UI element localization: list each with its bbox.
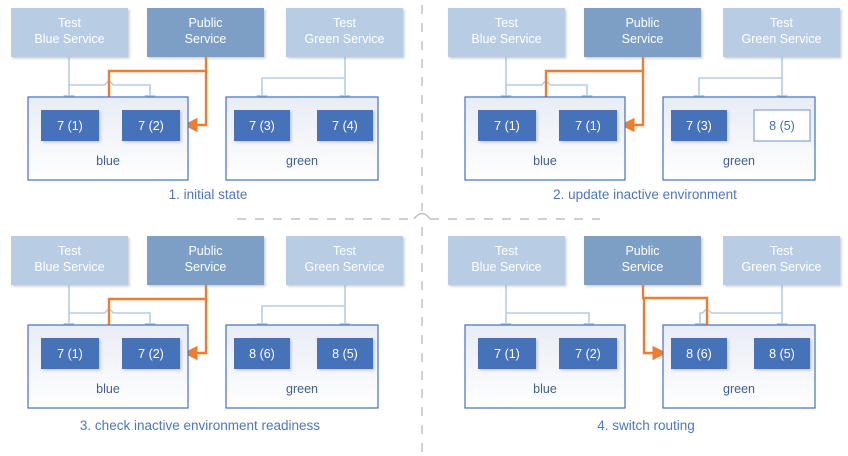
service-label-line1: Test (58, 16, 81, 30)
panel-caption: 3. check inactive environment readiness (80, 418, 320, 433)
panel-3-service-test-blue: Test Blue Service (11, 236, 128, 285)
service-label-line1: Test (770, 16, 793, 30)
env-name-blue: blue (96, 382, 120, 396)
node-box (478, 338, 536, 369)
panel-caption: 4. switch routing (597, 418, 695, 433)
service-label-line1: Test (58, 244, 81, 258)
service-label-line2: Service (622, 260, 664, 274)
service-label-line2: Blue Service (34, 260, 104, 274)
node-label: 7 (1) (494, 119, 520, 133)
panel-3-env-blue: 7 (1) 7 (2) blue (27, 324, 189, 409)
panel-caption: 2. update inactive environment (553, 187, 737, 202)
panel-2: Test Blue Service Public Service Test Gr… (448, 8, 840, 202)
panel-3-service-test-green: Test Green Service (286, 236, 403, 285)
env-name-green: green (286, 382, 318, 396)
panel-2-service-public: Public Service (584, 8, 701, 57)
service-label-line1: Public (188, 244, 222, 258)
panel-3-env-green: 8 (6) 8 (5) green (225, 324, 379, 409)
node-label: 7 (2) (138, 119, 164, 133)
env-name-green: green (723, 154, 755, 168)
node-box (234, 338, 290, 369)
service-label-line1: Test (495, 244, 518, 258)
service-label-line1: Public (625, 16, 659, 30)
service-label-line2: Blue Service (34, 32, 104, 46)
env-name-blue: blue (96, 154, 120, 168)
node-box (41, 110, 99, 141)
node-label: 7 (1) (575, 119, 601, 133)
panel-1-env-blue: 7 (1) 7 (2) blue (27, 96, 189, 181)
panel-2-service-test-green: Test Green Service (723, 8, 840, 57)
node-label: 8 (5) (769, 119, 795, 133)
service-label-line1: Public (188, 16, 222, 30)
panel-4-env-green: 8 (6) 8 (5) green (662, 324, 816, 409)
node-box (559, 338, 617, 369)
panel-1-service-test-blue: Test Blue Service (11, 8, 128, 57)
panel-caption: 1. initial state (169, 187, 248, 202)
node-box (671, 338, 727, 369)
panel-2-env-blue: 7 (1) 7 (1) blue (464, 96, 626, 181)
node-label: 8 (5) (769, 347, 795, 361)
panel-1-service-public: Public Service (147, 8, 264, 57)
divider-crossover-hop (413, 212, 431, 220)
node-box (671, 110, 727, 141)
node-box (317, 110, 373, 141)
panel-1: Test Blue Service Public Service Test Gr… (11, 8, 403, 202)
panel-4-service-test-blue: Test Blue Service (448, 236, 565, 285)
node-label: 7 (1) (57, 119, 83, 133)
panel-1-service-test-green: Test Green Service (286, 8, 403, 57)
node-label: 7 (3) (249, 119, 275, 133)
service-label-line2: Green Service (742, 32, 822, 46)
panel-2-env-green: 7 (3) 8 (5) green (662, 96, 816, 181)
node-box-empty (753, 109, 811, 142)
service-label-line1: Test (495, 16, 518, 30)
service-label-line2: Blue Service (471, 260, 541, 274)
quadrant-dividers (237, 5, 600, 452)
service-label-line2: Green Service (305, 32, 385, 46)
service-label-line2: Blue Service (471, 32, 541, 46)
panel-1-env-green: 7 (3) 7 (4) green (225, 96, 379, 181)
service-label-line2: Green Service (742, 260, 822, 274)
node-label: 8 (6) (249, 347, 275, 361)
node-box (122, 338, 180, 369)
service-label-line1: Test (770, 244, 793, 258)
node-label: 8 (6) (686, 347, 712, 361)
node-box (317, 338, 373, 369)
env-name-green: green (286, 154, 318, 168)
panel-3: Test Blue Service Public Service Test Gr… (11, 236, 403, 433)
panel-4-service-test-green: Test Green Service (723, 236, 840, 285)
env-name-green: green (723, 382, 755, 396)
service-label-line2: Service (185, 32, 227, 46)
node-box (41, 338, 99, 369)
node-box (234, 110, 290, 141)
env-name-blue: blue (533, 154, 557, 168)
node-box (478, 110, 536, 141)
service-label-line1: Public (625, 244, 659, 258)
service-label-line2: Green Service (305, 260, 385, 274)
node-box (122, 110, 180, 141)
node-label: 7 (2) (575, 347, 601, 361)
node-label: 7 (4) (332, 119, 358, 133)
node-label: 7 (1) (57, 347, 83, 361)
node-label: 7 (1) (494, 347, 520, 361)
node-label: 7 (3) (686, 119, 712, 133)
panel-4-service-public: Public Service (584, 236, 701, 285)
service-label-line2: Service (185, 260, 227, 274)
panel-3-service-public: Public Service (147, 236, 264, 285)
panel-4: Test Blue Service Public Service Test Gr… (448, 236, 840, 433)
service-label-line1: Test (333, 16, 356, 30)
node-box (559, 110, 617, 141)
node-box (754, 338, 810, 369)
service-label-line2: Service (622, 32, 664, 46)
panel-2-service-test-blue: Test Blue Service (448, 8, 565, 57)
service-label-line1: Test (333, 244, 356, 258)
panel-4-env-blue: 7 (1) 7 (2) blue (464, 324, 626, 409)
node-label: 7 (2) (138, 347, 164, 361)
env-name-blue: blue (533, 382, 557, 396)
node-label: 8 (5) (332, 347, 358, 361)
